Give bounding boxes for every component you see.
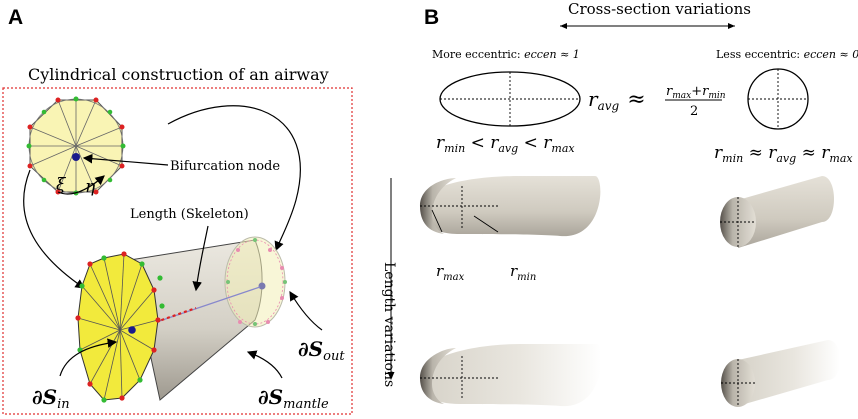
xi-eta-arrow (57, 175, 105, 195)
r-avg-formula: ravg≈ (588, 87, 646, 113)
s-in-label: ∂Sin (32, 385, 70, 412)
length-arrowhead (387, 372, 395, 380)
panel-a-title: Cylindrical construction of an airway (28, 65, 329, 84)
formula-numerator: rmax+rmin (666, 84, 726, 101)
s-in-arrow (59, 338, 118, 377)
less-eccentric-label: Less eccentric: eccen ≈ 0 (716, 48, 858, 61)
length-variations-header: Length variations (381, 262, 397, 387)
s-mantle-label: ∂Smantle (258, 385, 329, 412)
more-eccentric-label: More eccentric: eccen ≈ 1 (432, 48, 580, 61)
cross-section-header: Cross-section variations (568, 0, 751, 18)
outlet-arrow (167, 105, 301, 252)
eta-label: η (85, 177, 96, 197)
length-skeleton-label: Length (Skeleton) (130, 207, 249, 222)
panel-a-border (2, 87, 353, 415)
cross-section-octagon (26, 96, 126, 196)
bifurcation-node-label: Bifurcation node (170, 159, 280, 174)
inlet-arrow (23, 169, 85, 289)
s-out-arrow (289, 290, 323, 331)
panel-b-letter: B (424, 6, 439, 29)
panel-a-letter: A (8, 6, 23, 29)
r-min-label: rmin (510, 262, 536, 283)
circular-tube-short (720, 176, 834, 248)
ineq-eccentric: rmin < ravg < rmax (436, 133, 575, 155)
bifurcation-arrow (82, 153, 169, 166)
eccentric-tube-short (420, 176, 601, 237)
formula-denominator: 2 (690, 104, 698, 119)
xi-label: ξ (56, 175, 67, 195)
s-mantle-arrow (246, 350, 283, 379)
ineq-circular: rmin ≈ ravg ≈ rmax (714, 143, 853, 165)
eccentric-tube-long (420, 344, 602, 407)
cylinder (75, 236, 287, 403)
circular-tube-long (721, 340, 840, 407)
skeleton-arrow (192, 225, 209, 292)
s-out-label: ∂Sout (298, 337, 345, 364)
r-max-label: rmax (436, 262, 465, 283)
